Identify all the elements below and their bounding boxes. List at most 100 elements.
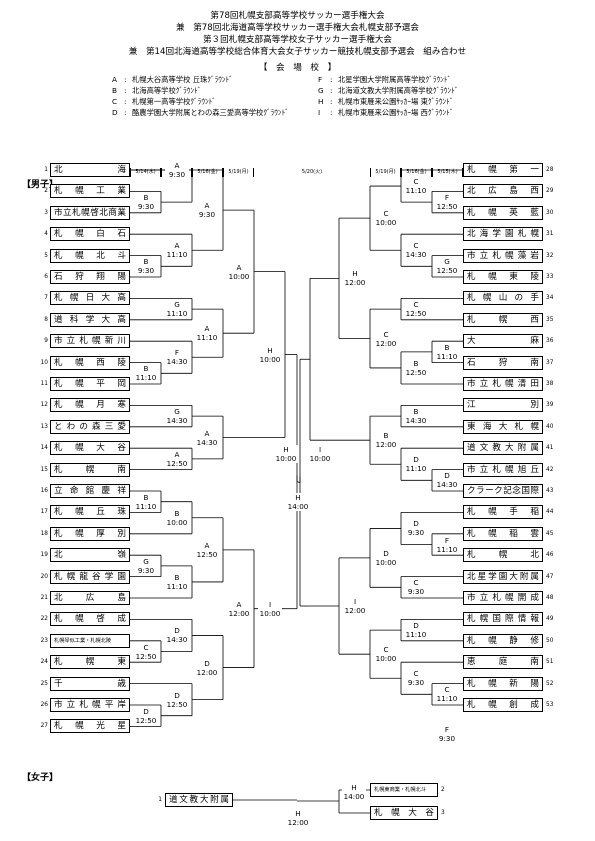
seed-number: 27 (40, 723, 48, 730)
match-time: 11:10 (166, 309, 188, 319)
team-box-right: 江別 (463, 398, 543, 413)
team-box-left: 市立札幌平岸 (50, 698, 130, 712)
match-time: 11:10 (436, 544, 458, 554)
venue-code: B (112, 86, 118, 95)
match-time: 9:30 (137, 202, 155, 212)
match-time: 11:10 (436, 694, 458, 704)
match-time: 10:00 (375, 218, 397, 228)
match-venue: C (413, 241, 419, 251)
seed-number: 40 (546, 423, 554, 430)
match-time: 11:10 (436, 351, 458, 361)
seed-number: 48 (546, 595, 554, 601)
match-venue: C (413, 578, 419, 588)
match-time: 11:10 (405, 186, 427, 196)
seed-number: 9 (44, 338, 48, 345)
seed-number: 34 (546, 295, 554, 302)
seed-number: 23 (40, 637, 48, 644)
match-time: 14:30 (405, 250, 427, 260)
team-box-right: 札幌新陽 (463, 676, 543, 691)
match-time: 12:50 (135, 715, 157, 725)
match-time: 14:30 (196, 437, 218, 447)
match-venue: A (236, 262, 242, 272)
match-venue: F (444, 193, 450, 203)
title-line-2: 兼 第78回北海道高等学校サッカー選手権大会札幌支部予選会 (176, 23, 419, 33)
match-venue: F (174, 348, 180, 358)
match-venue: D (174, 626, 180, 636)
match-venue: B (143, 492, 149, 502)
venue-code: C (112, 97, 118, 106)
seed-number: 17 (40, 509, 48, 516)
match-time: 12:50 (166, 458, 188, 468)
girls-team-1: 道文教大附属 (165, 793, 233, 807)
team-box-left: 札幌南 (50, 462, 130, 477)
match-time: 9:30 (407, 528, 425, 538)
match-time: 12:00 (196, 667, 218, 677)
match-time: 12:00 (228, 608, 250, 618)
venue-separator: : (124, 97, 127, 106)
seed-number: 1 (44, 167, 48, 173)
match-time: 11:10 (135, 373, 157, 383)
team-box-right: 道文教大附属 (463, 441, 543, 456)
match-venue: D (413, 621, 419, 631)
venue-code: F (318, 75, 323, 84)
seed-number: 30 (546, 209, 554, 216)
date-center: 5/20(火) (301, 169, 323, 175)
venue-code: H (318, 97, 324, 106)
team-box-right: 札幌第一 (463, 163, 543, 177)
match-venue: H (267, 345, 273, 355)
match-venue: C (413, 669, 419, 679)
match-venue: G (174, 300, 180, 310)
match-venue: C (143, 642, 149, 652)
team-box-right: クラーク記念国際 (463, 484, 543, 498)
match-time: 12:50 (436, 202, 458, 212)
team-box-right: 札幌手稲 (463, 505, 543, 520)
match-time: 10:00 (275, 453, 297, 463)
seed-number: 53 (546, 702, 554, 708)
match-venue: A (174, 241, 180, 251)
team-box-right: 札幌創成 (463, 698, 543, 712)
match-time: 9:30 (407, 587, 425, 597)
team-box-right: 札幌稲雲 (463, 526, 543, 541)
venue-h: H:札幌市東雁来公園ｻｯｶｰ場 東ｸﾞﾗｳﾝﾄﾞ (318, 97, 453, 107)
venue-code: I (318, 108, 321, 117)
team-box-right: 札幌山の手 (463, 291, 543, 306)
match-time: 9:30 (407, 678, 425, 688)
match-time: 12:50 (135, 651, 157, 661)
boys-section-label: 【男子】 (22, 180, 59, 190)
match-venue: B (143, 193, 149, 203)
match-venue: C (383, 645, 389, 655)
seed-number: 28 (546, 167, 554, 173)
seed-number: 16 (40, 488, 48, 494)
match-venue: G (444, 257, 450, 267)
team-box-right: 東海大札幌 (463, 419, 543, 434)
team-box-right: 札幌国際情報 (463, 612, 543, 627)
team-box-left: 札幌光星 (50, 719, 130, 734)
match-venue: G (174, 407, 180, 417)
match-time: 14:00 (343, 792, 365, 801)
match-venue: B (143, 257, 149, 267)
seed-number: 3 (44, 209, 48, 216)
match-venue: H (352, 269, 358, 279)
match-time: 12:00 (344, 606, 366, 616)
seed-number: 36 (546, 338, 554, 345)
